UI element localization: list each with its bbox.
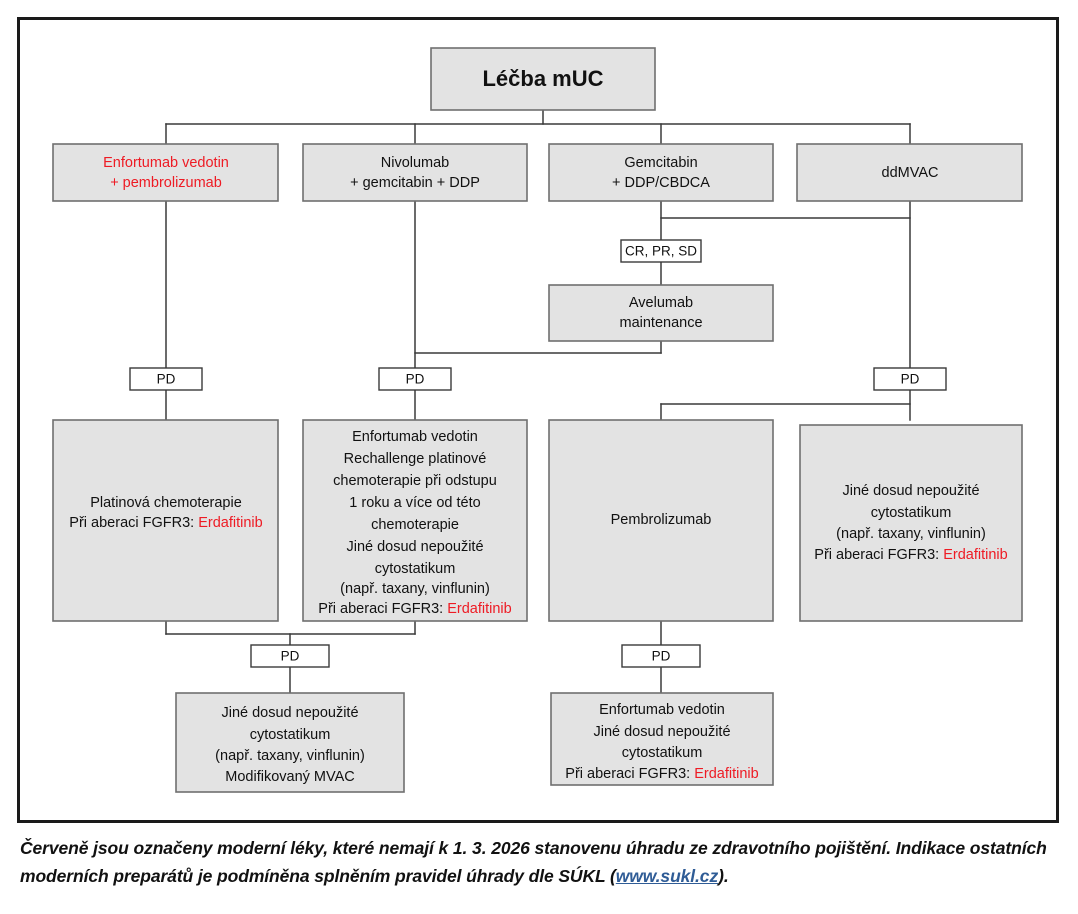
nivolumab-line2: + gemcitabin + DDP bbox=[350, 175, 480, 191]
tag-pd-mid[interactable]: PD bbox=[378, 367, 452, 391]
mvac-line3: (např. taxany, vinflunin) bbox=[215, 748, 365, 764]
pd-bottom-mid-label: PD bbox=[652, 649, 671, 664]
node-jine-cytostatikum-right[interactable]: Jiné dosud nepoužité cytostatikum (např.… bbox=[799, 424, 1023, 622]
rechallenge-line2: Rechallenge platinové bbox=[344, 451, 487, 467]
mvac-line1: Jiné dosud nepoužité bbox=[221, 705, 358, 721]
gemcitabin-line2: + DDP/CBDCA bbox=[612, 175, 710, 191]
caption-part1: Červeně jsou označeny moderní léky, kter… bbox=[20, 838, 1047, 886]
jine-right-line4-prefix: Při aberaci FGFR3: bbox=[814, 547, 943, 563]
ddmvac-box[interactable] bbox=[796, 143, 1023, 202]
pd-left-box[interactable] bbox=[129, 367, 203, 391]
caption-part2: ). bbox=[718, 866, 729, 886]
sukl-link[interactable]: www.sukl.cz bbox=[615, 866, 719, 886]
rechallenge-line9-drug: Erdafitinib bbox=[447, 601, 511, 617]
enfortumab-pembrolizumab-line1: Enfortumab vedotin bbox=[103, 155, 229, 171]
enfortumab-other-line1: Enfortumab vedotin bbox=[599, 702, 725, 718]
mvac-line4: Modifikovaný MVAC bbox=[225, 769, 354, 785]
enfortumab-pembrolizumab-box[interactable] bbox=[52, 143, 279, 202]
pd-bottom-left-label: PD bbox=[281, 649, 300, 664]
modifikovany-mvac-box[interactable] bbox=[175, 692, 405, 793]
tag-pd-right[interactable]: PD bbox=[873, 367, 947, 391]
enfortumab-other-line2: Jiné dosud nepoužité bbox=[593, 724, 730, 740]
response-tag-box[interactable] bbox=[620, 239, 702, 263]
node-modifikovany-mvac[interactable]: Jiné dosud nepoužité cytostatikum (např.… bbox=[175, 692, 405, 793]
node-enfortumab-other[interactable]: Enfortumab vedotin Jiné dosud nepoužité … bbox=[550, 692, 774, 786]
pd-mid-box[interactable] bbox=[378, 367, 452, 391]
platinova-line1: Platinová chemoterapie bbox=[90, 495, 242, 511]
enfortumab-other-line4-drug: Erdafitinib bbox=[694, 766, 758, 782]
rechallenge-line7: cytostatikum bbox=[375, 561, 456, 577]
platinova-line2-drug: Erdafitinib bbox=[198, 515, 262, 531]
root-box[interactable] bbox=[430, 47, 656, 111]
node-avelumab[interactable]: Avelumab maintenance bbox=[548, 284, 774, 342]
enfortumab-other-line4: Při aberaci FGFR3: Erdafitinib bbox=[565, 766, 758, 782]
tag-response[interactable]: CR, PR, SD bbox=[620, 239, 702, 263]
jine-right-line3: (např. taxany, vinflunin) bbox=[836, 526, 986, 542]
enfortumab-pembrolizumab-line2: + pembrolizumab bbox=[110, 175, 222, 191]
node-gemcitabin[interactable]: Gemcitabin + DDP/CBDCA bbox=[548, 143, 774, 202]
footnote-caption: Červeně jsou označeny moderní léky, kter… bbox=[20, 834, 1060, 890]
rechallenge-line4: 1 roku a více od této bbox=[349, 495, 480, 511]
rechallenge-line1: Enfortumab vedotin bbox=[352, 429, 478, 445]
pembrolizumab-box[interactable] bbox=[548, 419, 774, 622]
pd-left-label: PD bbox=[157, 372, 176, 387]
node-ddmvac[interactable]: ddMVAC bbox=[796, 143, 1023, 202]
gemcitabin-line1: Gemcitabin bbox=[624, 155, 697, 171]
pembrolizumab-line1: Pembrolizumab bbox=[611, 512, 712, 528]
connector-layer bbox=[165, 109, 911, 694]
node-enfortumab-rechallenge[interactable]: Enfortumab vedotin Rechallenge platinové… bbox=[302, 419, 528, 622]
root-title: Léčba mUC bbox=[482, 66, 603, 91]
avelumab-line1: Avelumab bbox=[629, 295, 693, 311]
enfortumab-other-line3: cytostatikum bbox=[622, 745, 703, 761]
jine-right-line1: Jiné dosud nepoužité bbox=[842, 483, 979, 499]
jine-right-line2: cytostatikum bbox=[871, 505, 952, 521]
enfortumab-other-box[interactable] bbox=[550, 692, 774, 786]
node-nivolumab[interactable]: Nivolumab + gemcitabin + DDP bbox=[302, 143, 528, 202]
jine-cytostatikum-right-box[interactable] bbox=[799, 424, 1023, 622]
jine-right-line4-drug: Erdafitinib bbox=[943, 547, 1007, 563]
ddmvac-line1: ddMVAC bbox=[882, 165, 939, 181]
node-enfortumab-pembrolizumab[interactable]: Enfortumab vedotin + pembrolizumab bbox=[52, 143, 279, 202]
avelumab-line2: maintenance bbox=[619, 315, 702, 331]
platinova-line2-prefix: Při aberaci FGFR3: bbox=[69, 515, 198, 531]
pd-mid-label: PD bbox=[406, 372, 425, 387]
nivolumab-line1: Nivolumab bbox=[381, 155, 450, 171]
enfortumab-rechallenge-box[interactable] bbox=[302, 419, 528, 622]
jine-right-line4: Při aberaci FGFR3: Erdafitinib bbox=[814, 547, 1007, 563]
gemcitabin-box[interactable] bbox=[548, 143, 774, 202]
pd-right-label: PD bbox=[901, 372, 920, 387]
pd-right-box[interactable] bbox=[873, 367, 947, 391]
platinova-box[interactable] bbox=[52, 419, 279, 622]
rechallenge-line5: chemoterapie bbox=[371, 517, 459, 533]
treatment-flowchart: Léčba mUC Enfortumab vedotin + pembroliz… bbox=[52, 47, 1023, 793]
nivolumab-box[interactable] bbox=[302, 143, 528, 202]
platinova-line2: Při aberaci FGFR3: Erdafitinib bbox=[69, 515, 262, 531]
rechallenge-line6: Jiné dosud nepoužité bbox=[346, 539, 483, 555]
tag-pd-left[interactable]: PD bbox=[129, 367, 203, 391]
mvac-line2: cytostatikum bbox=[250, 727, 331, 743]
rechallenge-line8: (např. taxany, vinflunin) bbox=[340, 581, 490, 597]
rechallenge-line9-prefix: Při aberaci FGFR3: bbox=[318, 601, 447, 617]
pd-bottom-mid-box[interactable] bbox=[621, 644, 701, 668]
avelumab-box[interactable] bbox=[548, 284, 774, 342]
enfortumab-other-line4-prefix: Při aberaci FGFR3: bbox=[565, 766, 694, 782]
pd-bottom-left-box[interactable] bbox=[250, 644, 330, 668]
tag-pd-bottom-mid[interactable]: PD bbox=[621, 644, 701, 668]
node-root[interactable]: Léčba mUC bbox=[430, 47, 656, 111]
node-pembrolizumab[interactable]: Pembrolizumab bbox=[548, 419, 774, 622]
rechallenge-line9: Při aberaci FGFR3: Erdafitinib bbox=[318, 601, 511, 617]
node-platinova-chemoterapie[interactable]: Platinová chemoterapie Při aberaci FGFR3… bbox=[52, 419, 279, 622]
response-tag-label: CR, PR, SD bbox=[625, 244, 697, 259]
tag-pd-bottom-left[interactable]: PD bbox=[250, 644, 330, 668]
rechallenge-line3: chemoterapie při odstupu bbox=[333, 473, 497, 489]
